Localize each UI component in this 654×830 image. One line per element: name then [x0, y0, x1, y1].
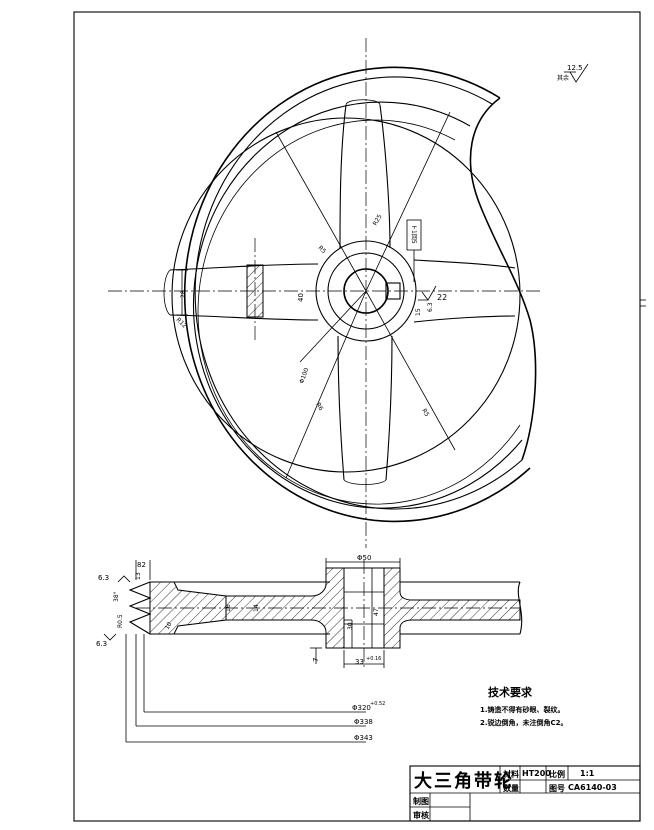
label-web-dim-left: 40: [297, 293, 305, 302]
label-bore: 30: [347, 622, 354, 630]
rim-section: [149, 581, 227, 635]
label-rough-left-bottom: 6.3: [96, 640, 107, 648]
section-view: [103, 558, 523, 743]
label-groove-angle: 38°: [113, 591, 120, 602]
roughness-value: 12.5: [567, 64, 583, 72]
drawing-border: [73, 11, 641, 822]
tech-req-item-2: 2.锐边倒角，未注倒角C2。: [480, 719, 568, 727]
label-key-w: 33: [355, 658, 364, 666]
label-tol: +0.16: [366, 656, 381, 662]
label-dia-343: Φ343: [354, 734, 373, 742]
label-dia-320-tol: +0.52: [370, 701, 385, 707]
label-hub-d: 28: [180, 290, 187, 298]
label-dia-338: Φ338: [354, 718, 373, 726]
label-hub-diam: Φ100: [298, 367, 310, 385]
label-web-h2: 14: [253, 604, 260, 612]
front-view: [108, 38, 540, 548]
rim-inner-1: [193, 101, 523, 509]
drawing-no-label: 图号: [549, 784, 565, 793]
label-groove-a: 13: [135, 572, 142, 580]
label-hub-keyway: 22: [437, 293, 447, 302]
rim-inner-2: [197, 119, 521, 505]
label-hub-len: 47: [373, 608, 380, 616]
tech-req-title: 技术要求: [488, 686, 532, 699]
v-grooves: [128, 581, 152, 635]
web-section: [225, 567, 345, 649]
drawing-no-value: CA6140-03: [568, 783, 617, 792]
tech-req-item-1: 1.铸造不得有砂眼、裂纹。: [480, 706, 565, 714]
scale-label: 比例: [549, 770, 565, 779]
label-groove-b: 10: [164, 621, 174, 631]
technical-requirements: 技术要求 1.铸造不得有砂眼、裂纹。 2.锐边倒角，未注倒角C2。: [480, 684, 640, 730]
keyway: [385, 282, 401, 300]
scale-value: 1:1: [580, 769, 595, 778]
label-hub-width: Φ50: [357, 554, 371, 562]
material-value: HT200: [522, 769, 551, 778]
section-view-labels: Φ50 82 6.3 6.3 38° R0.5 16 14 47 30 33 +…: [96, 554, 385, 742]
rim-web-boundary: [171, 117, 521, 473]
part-name: 大三角带轮: [414, 771, 514, 792]
label-web-h1: 16: [225, 604, 232, 612]
label-section-h: 15: [415, 308, 422, 316]
label-key-note: ト1回5: [410, 224, 417, 244]
label-spoke-r: R5: [317, 244, 328, 255]
break-line: [469, 97, 537, 461]
label-radial-dim: R5: [420, 408, 430, 419]
check-label: 审核: [413, 811, 429, 820]
label-spoke-r2: R25: [372, 213, 384, 227]
rim-outer-2: [194, 76, 523, 510]
label-dim-82: 82: [137, 561, 146, 569]
hub-outer: [315, 240, 417, 342]
label-rough-left-top: 6.3: [98, 574, 109, 582]
roughness-prefix: 其余: [557, 74, 569, 82]
hub-right-section: [383, 567, 521, 649]
drawn-label: 制图: [413, 797, 429, 806]
roughness-symbol: 12.5 其余: [557, 63, 589, 83]
label-groove-r: R0.5: [117, 614, 124, 628]
label-hub-dim: 6.3: [427, 302, 434, 312]
hub-mid: [327, 252, 405, 330]
material-label: 材料: [503, 770, 519, 779]
qty-label: 数量: [503, 784, 519, 793]
label-offset: 7: [312, 658, 320, 662]
bore: [343, 268, 389, 314]
label-dia-320: Φ320: [352, 704, 371, 712]
rim-outer: [183, 66, 531, 523]
title-block: [409, 765, 641, 822]
label-spoke-root: R6: [314, 402, 324, 413]
